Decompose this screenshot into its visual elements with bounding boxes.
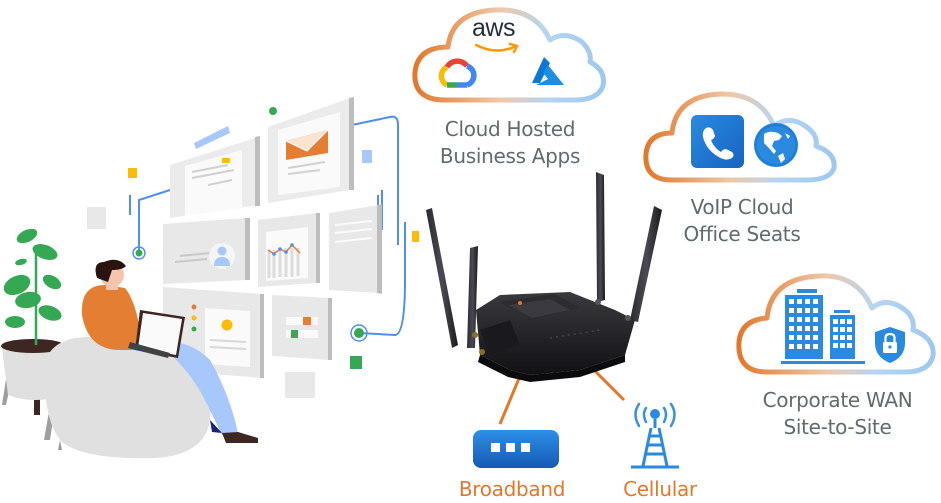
node-dot xyxy=(354,328,364,338)
google-cloud-icon xyxy=(438,58,477,88)
cloud-apps-label-line1: Cloud Hosted xyxy=(444,117,576,141)
workspace-illustration xyxy=(1,97,419,459)
person-with-laptop xyxy=(81,259,258,443)
aws-logo-text: aws xyxy=(472,14,515,42)
office-buildings-icon xyxy=(781,289,865,364)
phone-icon xyxy=(691,115,744,168)
node-dot xyxy=(350,324,368,342)
antenna xyxy=(596,172,605,302)
node-dot xyxy=(269,107,277,115)
aws-smile-icon xyxy=(474,42,519,54)
deco-square xyxy=(128,168,137,178)
antenna xyxy=(630,206,662,322)
deco-square xyxy=(412,231,419,242)
broadband-label: Broadband xyxy=(458,477,566,501)
azure-icon xyxy=(532,57,564,85)
deco-square xyxy=(350,356,362,369)
corporate-wan-label-line1: Corporate WAN xyxy=(762,388,913,412)
globe-icon xyxy=(754,123,798,167)
deco-square xyxy=(285,372,315,398)
modem-icon xyxy=(473,430,559,468)
armchair xyxy=(44,335,211,459)
node-dot xyxy=(135,249,143,257)
corporate-wan-label-line2: Site-to-Site xyxy=(783,415,892,439)
app-panel-email xyxy=(268,97,354,203)
voip-label-line1: VoIP Cloud xyxy=(690,195,794,219)
voip-label-line2: Office Seats xyxy=(683,222,801,246)
deco-square xyxy=(87,207,106,229)
chair-leg xyxy=(58,440,62,450)
app-panel-profile xyxy=(163,218,250,284)
app-panel-document xyxy=(170,136,260,218)
app-panel-toggles xyxy=(272,295,332,360)
router-icon xyxy=(426,172,662,382)
shield-lock-icon xyxy=(875,327,905,363)
cell-tower-icon xyxy=(631,402,679,469)
antenna xyxy=(467,246,478,348)
deco-square xyxy=(362,150,372,163)
aws-logo: aws xyxy=(472,14,524,54)
node-dot xyxy=(132,246,146,260)
app-panel-chart xyxy=(258,213,320,287)
deco-bar xyxy=(194,126,230,149)
antenna xyxy=(426,208,458,348)
app-panel-text xyxy=(329,204,382,294)
cellular-label: Cellular xyxy=(623,477,697,501)
cloud-apps-label-line2: Business Apps xyxy=(439,144,581,168)
